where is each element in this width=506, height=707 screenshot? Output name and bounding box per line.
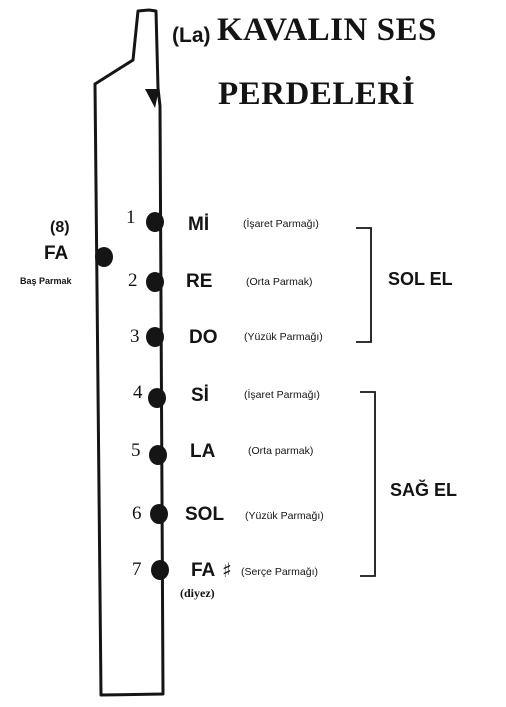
hole-finger: (İşaret Parmağı): [243, 218, 319, 230]
hole-note: RE: [186, 271, 213, 292]
hole-note: FA: [191, 560, 216, 581]
right-hand-bracket: [360, 391, 376, 577]
hole-number: 7: [132, 559, 142, 580]
hole-note: SOL: [185, 504, 225, 525]
thumb-hole-note: FA: [44, 243, 69, 264]
finger-hole-6: [150, 504, 168, 524]
thumb-hole-number: (8): [50, 219, 70, 236]
left-hand-label: SOL EL: [388, 269, 453, 289]
page-title-line2: PERDELERİ: [218, 76, 416, 112]
hole-finger: (Yüzük Parmağı): [245, 510, 324, 522]
hole-number: 4: [133, 382, 143, 403]
hole-number: 3: [130, 326, 140, 347]
sharp-label: (diyez): [180, 586, 215, 600]
hole-note: DO: [189, 327, 218, 348]
finger-hole-3: [146, 327, 164, 347]
finger-hole-7: [151, 560, 169, 580]
hole-note: Mİ: [188, 214, 210, 235]
finger-hole-5: [149, 445, 167, 465]
finger-hole-1: [146, 212, 164, 232]
mouthpiece-notch: [145, 89, 159, 108]
finger-hole-4: [148, 388, 166, 408]
hole-finger: (İşaret Parmağı): [244, 389, 320, 401]
thumb-hole-finger: Baş Parmak: [20, 276, 72, 286]
hole-note: Sİ: [191, 385, 209, 406]
finger-hole-2: [146, 272, 164, 292]
sharp-symbol: ♯: [222, 558, 232, 582]
hole-finger: (Orta Parmak): [246, 276, 313, 288]
hole-number: 5: [131, 440, 141, 461]
kaval-body: [93, 8, 165, 697]
hole-number: 2: [128, 270, 138, 291]
hole-finger: (Yüzük Parmağı): [244, 331, 323, 343]
hole-finger: (Orta parmak): [248, 445, 314, 457]
right-hand-label: SAĞ EL: [390, 480, 458, 500]
page-title: KAVALIN SES: [217, 12, 437, 48]
thumb-hole: [95, 247, 113, 267]
hole-number: 1: [126, 207, 136, 228]
left-hand-bracket: [356, 227, 372, 343]
hole-note: LA: [190, 441, 216, 462]
hole-finger: (Serçe Parmağı): [241, 566, 319, 578]
hole-number: 6: [132, 503, 142, 524]
title-prefix: (La): [172, 24, 211, 47]
